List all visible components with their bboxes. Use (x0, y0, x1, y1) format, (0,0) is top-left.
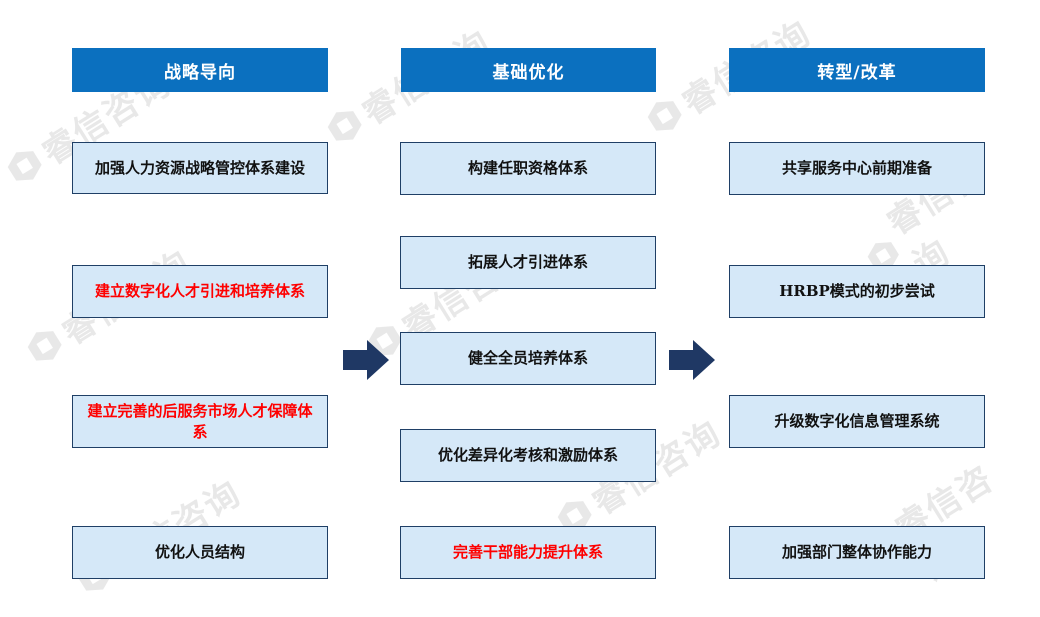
strategy-item-2: 建立数字化人才引进和培养体系 (72, 265, 328, 318)
strategy-item-1: 加强人力资源战略管控体系建设 (72, 142, 328, 194)
strategy-item-4: 优化人员结构 (72, 526, 328, 579)
transformation-item-1: 共享服务中心前期准备 (729, 142, 985, 195)
hexagon-logo-icon (27, 330, 62, 361)
transformation-item-2: HRBP模式的初步尝试 (729, 265, 985, 318)
column-header-strategy: 战略导向 (72, 48, 328, 92)
hexagon-logo-icon (7, 150, 42, 181)
transformation-item-3: 升级数字化信息管理系统 (729, 395, 985, 448)
column-header-transformation: 转型/改革 (729, 48, 985, 92)
foundation-item-1: 构建任职资格体系 (400, 142, 656, 195)
strategy-item-3: 建立完善的后服务市场人才保障体系 (72, 395, 328, 448)
foundation-item-2: 拓展人才引进体系 (400, 236, 656, 289)
transformation-item-4: 加强部门整体协作能力 (729, 526, 985, 579)
right-arrow-icon (669, 340, 715, 380)
right-arrow-icon (343, 340, 389, 380)
foundation-item-4: 优化差异化考核和激励体系 (400, 429, 656, 482)
hexagon-logo-icon (647, 100, 682, 131)
hexagon-logo-icon (327, 110, 362, 141)
foundation-item-3: 健全全员培养体系 (400, 332, 656, 385)
foundation-item-5: 完善干部能力提升体系 (400, 526, 656, 579)
column-header-foundation: 基础优化 (401, 48, 656, 92)
